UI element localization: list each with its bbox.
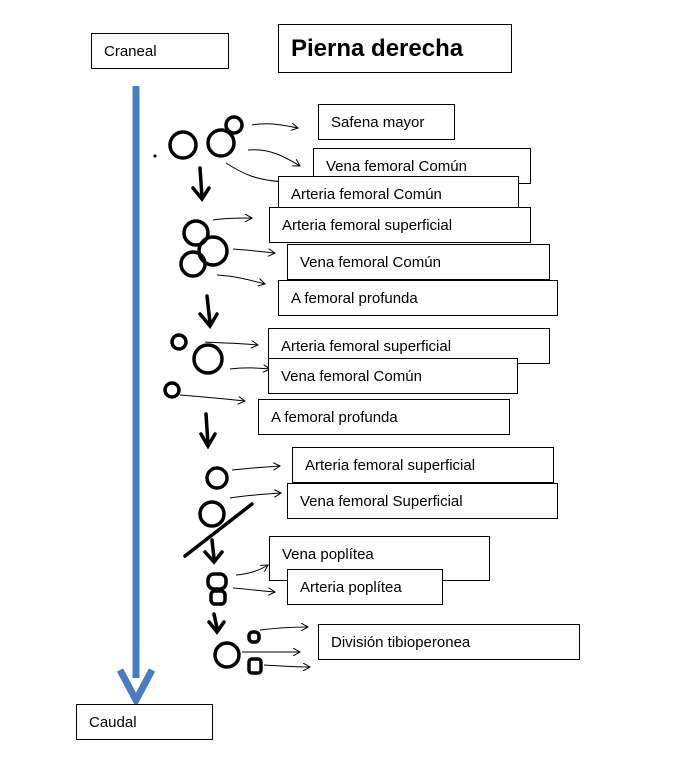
level-down-arrow-1 bbox=[191, 166, 211, 202]
label-arteria-femoral-superficial: Arteria femoral superficial bbox=[269, 207, 531, 243]
label-femoral-profunda: A femoral profunda bbox=[258, 399, 510, 435]
label-arteria-femoral-comun: Arteria femoral Común bbox=[278, 176, 519, 212]
level-6-vessels bbox=[213, 630, 263, 675]
label-safena-mayor: Safena mayor bbox=[318, 104, 455, 140]
craneal-label: Craneal bbox=[91, 33, 229, 69]
level-down-arrow-3 bbox=[199, 412, 217, 450]
level-5-vessels bbox=[206, 572, 228, 606]
level-down-arrow-5 bbox=[207, 612, 226, 635]
cranio-caudal-axis-arrow bbox=[116, 86, 156, 708]
level-down-arrow-4 bbox=[203, 538, 224, 565]
label-division-tibioperonea: División tibioperonea bbox=[318, 624, 580, 660]
label-vena-femoral-comun: Vena femoral Común bbox=[268, 358, 518, 394]
label-arteria-poplitea: Arteria poplítea bbox=[287, 569, 443, 605]
label-arteria-femoral-superficial: Arteria femoral superficial bbox=[292, 447, 554, 483]
level-2-vessels bbox=[179, 219, 229, 278]
level-down-arrow-2 bbox=[198, 294, 219, 330]
page-title: Pierna derecha bbox=[278, 24, 512, 73]
label-femoral-profunda: A femoral profunda bbox=[278, 280, 558, 316]
label-vena-femoral-superficial: Vena femoral Superficial bbox=[287, 483, 558, 519]
level-1-vessels bbox=[153, 115, 244, 160]
level-4-vessels bbox=[183, 466, 254, 558]
caudal-label: Caudal bbox=[76, 704, 213, 740]
label-vena-femoral-comun: Vena femoral Común bbox=[287, 244, 550, 280]
level-3-vessels bbox=[163, 333, 224, 399]
connector-arrows bbox=[179, 124, 310, 667]
